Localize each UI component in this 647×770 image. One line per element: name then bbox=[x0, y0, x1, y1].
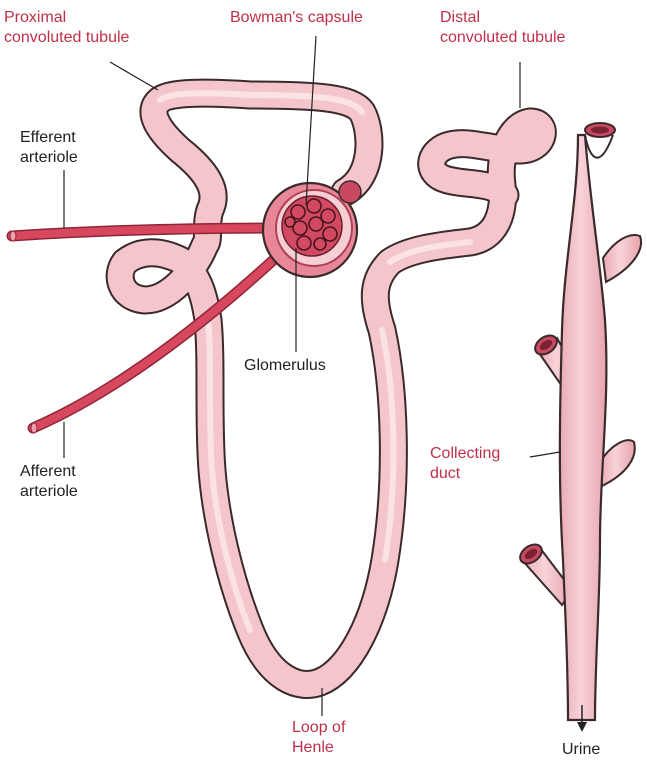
label-afferent-line1: Afferent bbox=[20, 462, 78, 482]
leader-proximal bbox=[110, 62, 158, 90]
label-proximal-line1: Proximal bbox=[4, 8, 129, 28]
label-proximal-tubule: Proximal convoluted tubule bbox=[4, 8, 129, 48]
label-collecting-duct: Collecting duct bbox=[430, 444, 500, 484]
label-afferent-line2: arteriole bbox=[20, 482, 78, 502]
duct-top-lumen bbox=[591, 127, 609, 134]
label-distal-tubule: Distal convoluted tubule bbox=[440, 8, 565, 48]
label-efferent-arteriole: Efferent arteriole bbox=[20, 128, 78, 168]
duct-top-edge bbox=[585, 135, 613, 158]
urine-arrow-head bbox=[577, 722, 587, 732]
label-efferent-line1: Efferent bbox=[20, 128, 78, 148]
afferent-arteriole-end bbox=[31, 423, 37, 433]
duct-branch-right-upper bbox=[603, 235, 641, 282]
leader-collecting bbox=[530, 452, 560, 457]
label-distal-line2: convoluted tubule bbox=[440, 28, 565, 48]
efferent-arteriole-end bbox=[10, 231, 16, 241]
label-loop-line1: Loop of bbox=[292, 718, 345, 738]
tubule-fill bbox=[120, 93, 542, 684]
label-afferent-arteriole: Afferent arteriole bbox=[20, 462, 78, 502]
label-proximal-line2: convoluted tubule bbox=[4, 28, 129, 48]
label-urine: Urine bbox=[562, 740, 600, 760]
label-bowmans-capsule: Bowman's capsule bbox=[230, 8, 363, 28]
glomerulus bbox=[282, 196, 342, 256]
label-loop-of-henle: Loop of Henle bbox=[292, 718, 345, 758]
label-collecting-line1: Collecting bbox=[430, 444, 500, 464]
label-distal-line1: Distal bbox=[440, 8, 565, 28]
label-glomerulus: Glomerulus bbox=[244, 356, 326, 376]
glomerulus-body bbox=[282, 196, 342, 256]
collecting-duct bbox=[517, 123, 641, 732]
label-loop-line2: Henle bbox=[292, 738, 345, 758]
duct-trunk bbox=[560, 135, 607, 720]
duct-branch-right-lower bbox=[600, 440, 635, 486]
capsule-knob bbox=[339, 181, 361, 203]
label-collecting-line2: duct bbox=[430, 464, 500, 484]
label-efferent-line2: arteriole bbox=[20, 148, 78, 168]
leader-bowman bbox=[306, 36, 316, 205]
nephron-tubule bbox=[120, 93, 542, 684]
